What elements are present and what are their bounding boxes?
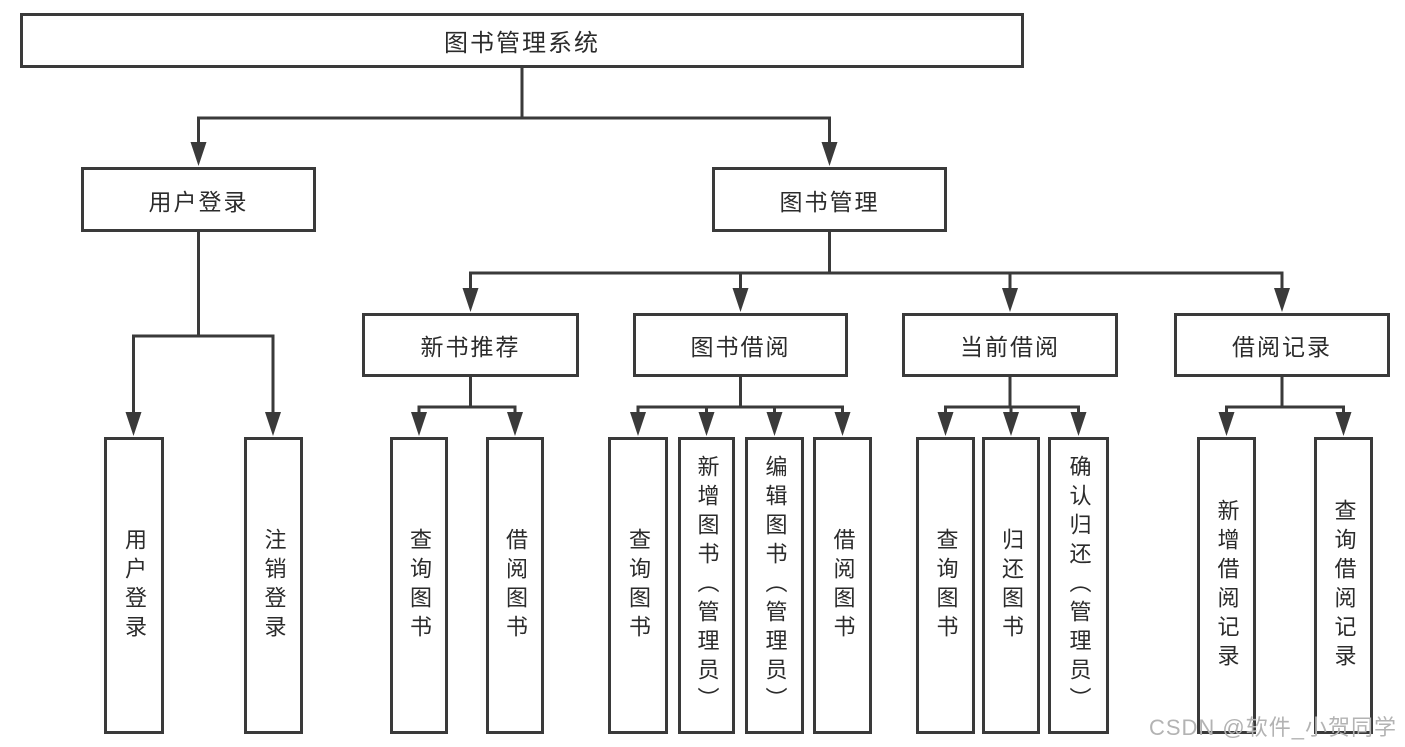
node-current-borrowing: 当前借阅 [902,313,1118,377]
leaf-borrow-books-borrowing: 借阅图书 [813,437,872,734]
leaf-query-books-current: 查询图书 [916,437,975,734]
node-label: 借阅图书 [830,527,856,644]
node-label: 确认归还（管理员） [1066,455,1092,716]
node-label: 用户登录 [148,188,249,215]
node-book-management: 图书管理 [712,167,947,232]
leaf-query-books-borrowing: 查询图书 [608,437,668,734]
node-label: 归还图书 [999,527,1024,644]
node-label: 图书管理 [779,188,880,215]
node-label: 查询图书 [626,527,651,644]
node-label: 新书推荐 [420,334,521,360]
node-label: 当前借阅 [960,334,1060,360]
node-new-book-recommendation: 新书推荐 [362,313,579,377]
node-label: 查询图书 [933,527,959,644]
node-label: 编辑图书（管理员） [762,455,788,716]
node-label: 查询图书 [407,527,432,644]
node-book-borrowing: 图书借阅 [633,313,848,377]
leaf-user-login: 用户登录 [104,437,164,734]
leaf-return-books: 归还图书 [982,437,1040,734]
node-library-management-system: 图书管理系统 [20,13,1024,68]
node-label: 注销登录 [261,527,287,644]
leaf-add-books-admin: 新增图书（管理员） [678,437,735,734]
leaf-query-borrow-record: 查询借阅记录 [1314,437,1373,734]
leaf-confirm-return-admin: 确认归还（管理员） [1048,437,1109,734]
leaf-query-books-recommend: 查询图书 [390,437,448,734]
node-label: 查询借阅记录 [1331,498,1357,673]
node-label: 借阅图书 [503,527,528,644]
leaf-edit-books-admin: 编辑图书（管理员） [745,437,804,734]
node-label: 用户登录 [122,527,147,644]
node-label: 新增借阅记录 [1214,498,1240,673]
leaf-borrow-books-recommend: 借阅图书 [486,437,544,734]
leaf-add-borrow-record: 新增借阅记录 [1197,437,1256,734]
arrowheads [125,142,1352,436]
node-borrowing-records: 借阅记录 [1174,313,1390,377]
leaf-logout: 注销登录 [244,437,303,734]
node-label: 图书借阅 [690,334,791,360]
node-label: 新增图书（管理员） [694,455,720,716]
node-label: 借阅记录 [1232,334,1332,360]
node-label: 图书管理系统 [444,30,600,57]
csdn-watermark: CSDN @软件_小贺同学 [1148,715,1397,740]
node-user-login: 用户登录 [81,167,316,232]
